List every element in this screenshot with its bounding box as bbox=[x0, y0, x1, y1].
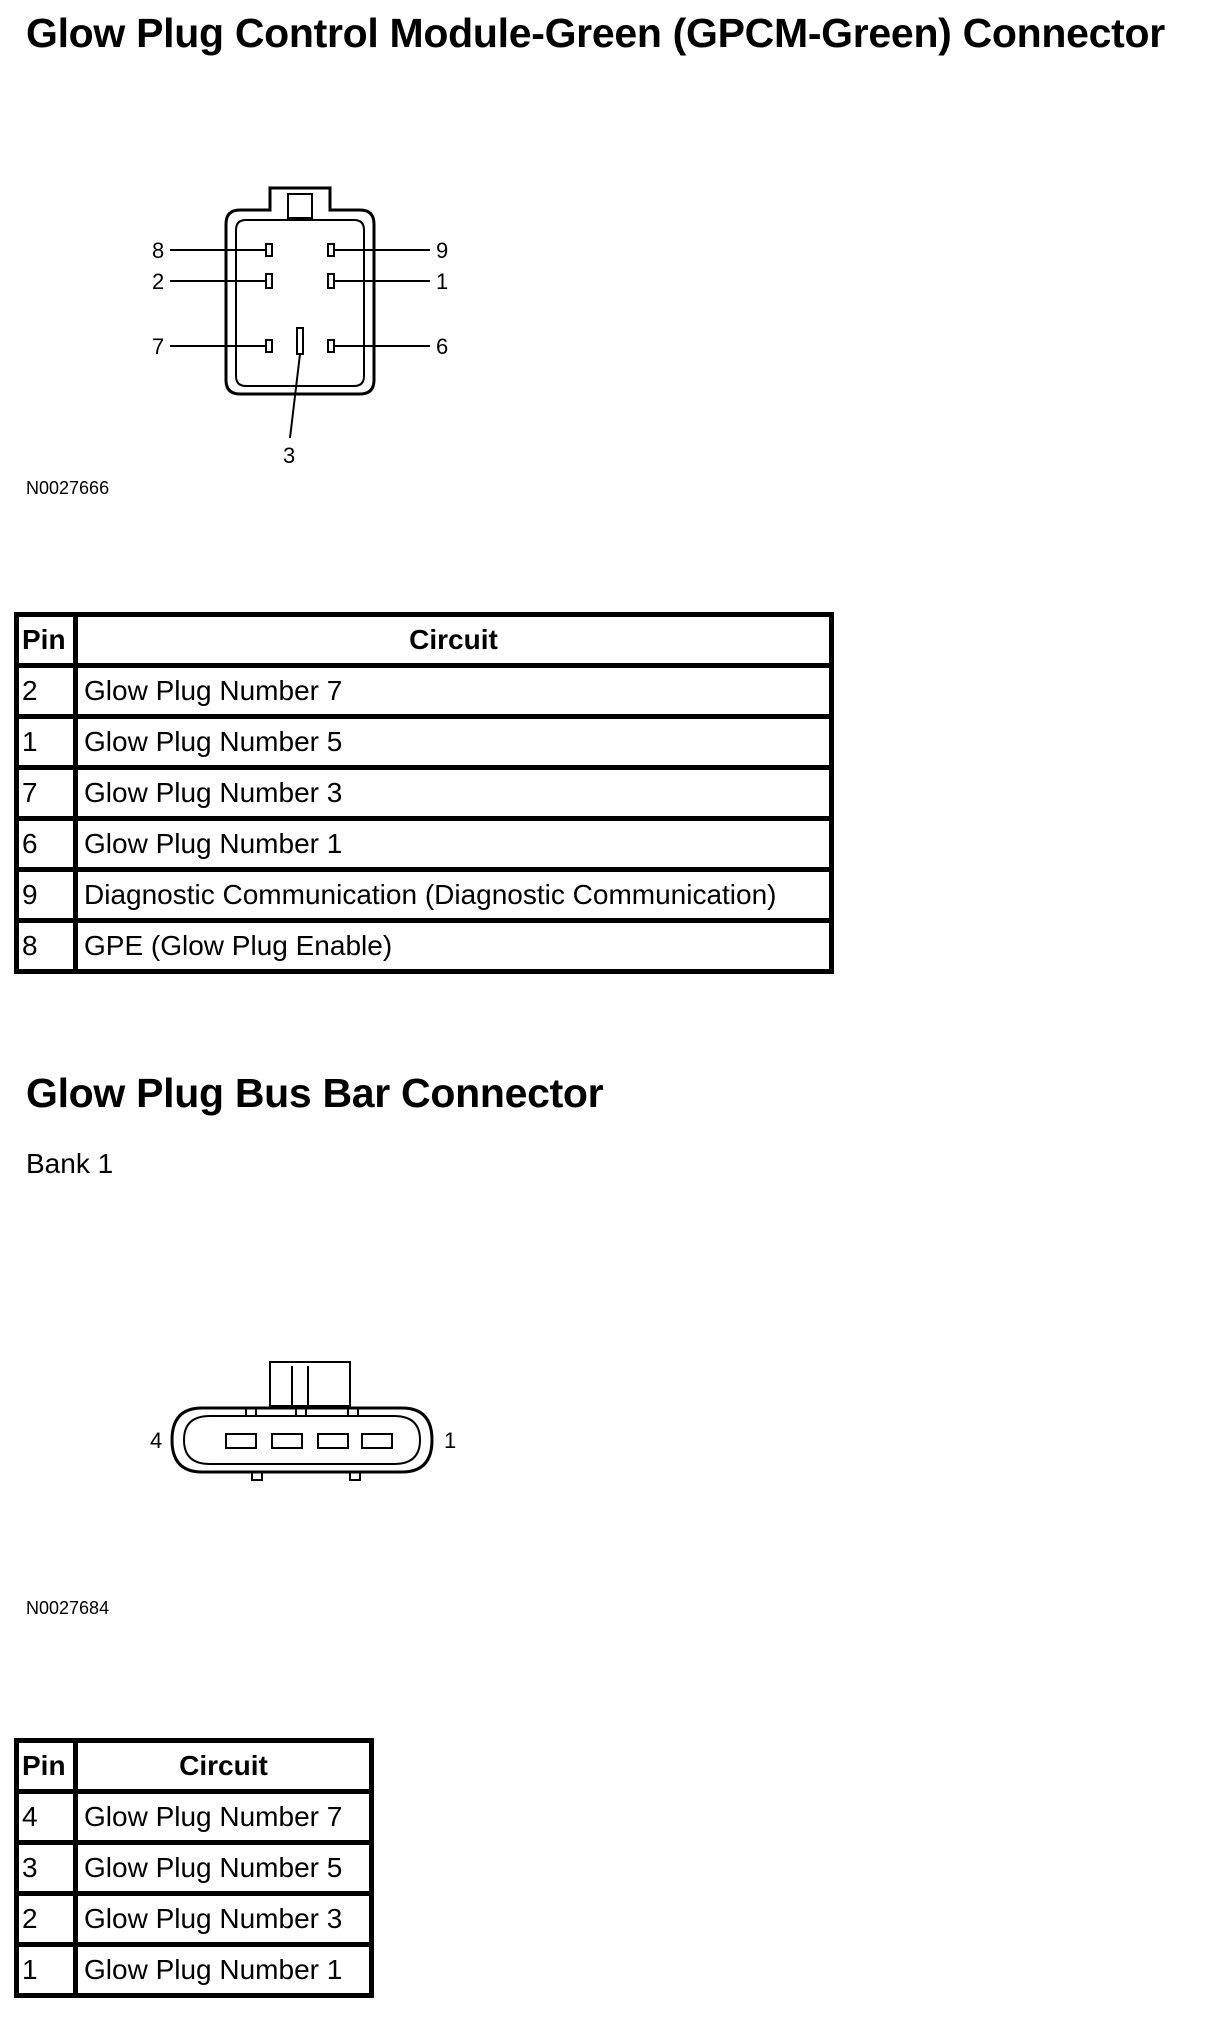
pin-cell: 2 bbox=[18, 667, 74, 715]
table-row: 8 GPE (Glow Plug Enable) bbox=[18, 922, 830, 970]
pin-label-9: 9 bbox=[436, 238, 448, 263]
table-row: 7 Glow Plug Number 3 bbox=[18, 769, 830, 817]
circuit-cell: Glow Plug Number 7 bbox=[77, 667, 830, 715]
circuit-cell: Glow Plug Number 1 bbox=[77, 820, 830, 868]
pin-cell: 9 bbox=[18, 871, 74, 919]
pin-cell: 3 bbox=[18, 1844, 74, 1892]
table-row: 1 Glow Plug Number 1 bbox=[18, 1946, 370, 1994]
bus-bar-pin-table: Pin Circuit 4 Glow Plug Number 7 3 Glow … bbox=[14, 1738, 374, 1998]
section2-subtitle: Bank 1 bbox=[26, 1148, 114, 1179]
circuit-cell: Diagnostic Communication (Diagnostic Com… bbox=[77, 871, 830, 919]
figure-id-1: N0027666 bbox=[26, 478, 110, 498]
circuit-cell: Glow Plug Number 1 bbox=[77, 1946, 370, 1994]
pin-label-7: 7 bbox=[152, 334, 164, 359]
table-row: 6 Glow Plug Number 1 bbox=[18, 820, 830, 868]
table-row: 1 Glow Plug Number 5 bbox=[18, 718, 830, 766]
pin-cell: 8 bbox=[18, 922, 74, 970]
pin-cell: 6 bbox=[18, 820, 74, 868]
pin-header: Pin bbox=[18, 1742, 74, 1790]
pin-label-6: 6 bbox=[436, 334, 448, 359]
gpcm-connector-diagram: 8 2 7 9 1 6 3 bbox=[152, 186, 448, 468]
figure-id-2: N0027684 bbox=[26, 1598, 110, 1618]
circuit-cell: Glow Plug Number 7 bbox=[77, 1793, 370, 1841]
pin-label-1: 1 bbox=[444, 1428, 456, 1453]
circuit-cell: Glow Plug Number 5 bbox=[77, 718, 830, 766]
pin-cell: 2 bbox=[18, 1895, 74, 1943]
bus-bar-connector-diagram: 4 1 bbox=[150, 1361, 456, 1481]
section1-title: Glow Plug Control Module-Green (GPCM-Gre… bbox=[26, 10, 1165, 56]
gpcm-pin-table: Pin Circuit 2 Glow Plug Number 7 1 Glow … bbox=[14, 612, 834, 974]
circuit-cell: Glow Plug Number 3 bbox=[77, 1895, 370, 1943]
table-row: 9 Diagnostic Communication (Diagnostic C… bbox=[18, 871, 830, 919]
pin-label-1: 1 bbox=[436, 269, 448, 294]
pin-cell: 1 bbox=[18, 1946, 74, 1994]
circuit-header: Circuit bbox=[77, 616, 830, 664]
table-row: 3 Glow Plug Number 5 bbox=[18, 1844, 370, 1892]
pin-label-8: 8 bbox=[152, 238, 164, 263]
table-header-row: Pin Circuit bbox=[18, 1742, 370, 1790]
pin-cell: 7 bbox=[18, 769, 74, 817]
circuit-cell: GPE (Glow Plug Enable) bbox=[77, 922, 830, 970]
pin-label-3: 3 bbox=[283, 443, 295, 468]
table-row: 4 Glow Plug Number 7 bbox=[18, 1793, 370, 1841]
section2-title: Glow Plug Bus Bar Connector bbox=[26, 1070, 604, 1116]
pin-cell: 1 bbox=[18, 718, 74, 766]
table-row: 2 Glow Plug Number 3 bbox=[18, 1895, 370, 1943]
pin-cell: 4 bbox=[18, 1793, 74, 1841]
circuit-cell: Glow Plug Number 5 bbox=[77, 1844, 370, 1892]
pin-header: Pin bbox=[18, 616, 74, 664]
circuit-header: Circuit bbox=[77, 1742, 370, 1790]
pin-label-2: 2 bbox=[152, 269, 164, 294]
pin-label-4: 4 bbox=[150, 1428, 162, 1453]
circuit-cell: Glow Plug Number 3 bbox=[77, 769, 830, 817]
table-row: 2 Glow Plug Number 7 bbox=[18, 667, 830, 715]
table-header-row: Pin Circuit bbox=[18, 616, 830, 664]
